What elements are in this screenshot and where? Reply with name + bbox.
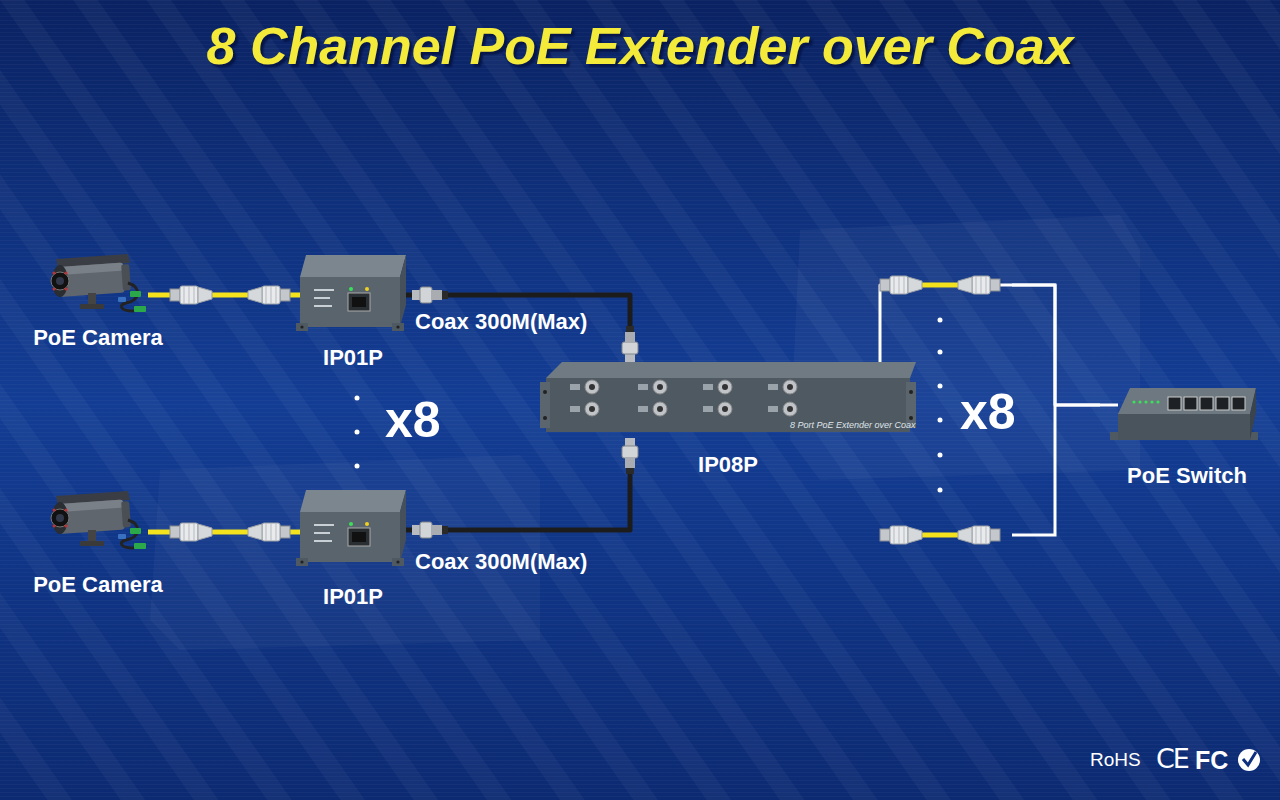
rj45-plug (248, 286, 290, 304)
bnc-plug (622, 438, 638, 474)
rj45-plug (170, 286, 212, 304)
device-node: PoE Switch (1118, 388, 1256, 442)
device-print: 8 Port PoE Extender over Coax (790, 420, 916, 431)
camera-icon (51, 254, 146, 312)
cable-label: Coax 300M(Max) (415, 549, 587, 575)
device-label: IP01P (323, 584, 383, 610)
cert-mark: CE (1156, 744, 1188, 774)
rj45-plug (958, 276, 1000, 294)
device-label: PoE Switch (1127, 463, 1247, 489)
cable-label: Coax 300M(Max) (415, 309, 587, 335)
patch-cable (922, 533, 958, 538)
multiplier-label: x8 (960, 384, 1016, 440)
switch-device (1110, 388, 1258, 440)
device-node: IP01P (300, 490, 406, 568)
camera-icon (51, 491, 146, 549)
cert-mark: RoHS (1090, 748, 1141, 772)
device-label: IP01P (323, 345, 383, 371)
cert-mark: FC (1195, 745, 1228, 775)
ip08p-device (540, 362, 916, 432)
diagram-title: 8 Channel PoE Extender over Coax (0, 14, 1280, 78)
device-node: IP01P (300, 255, 406, 333)
device-label: PoE Camera (33, 325, 163, 351)
patch-cable (922, 283, 958, 288)
bnc-plug (412, 287, 448, 303)
rj45-plug (170, 523, 212, 541)
ellipsis-dots (355, 318, 943, 493)
check-mark (1238, 749, 1260, 771)
device-node: PoE Camera (48, 253, 148, 313)
rj45-plug (880, 526, 922, 544)
rj45-plug (958, 526, 1000, 544)
rj45-plug (880, 276, 922, 294)
device-label: PoE Camera (33, 572, 163, 598)
coax-cable (406, 438, 630, 530)
multiplier-label: x8 (385, 392, 441, 448)
bracket (1012, 285, 1100, 535)
watermark-device (790, 215, 1140, 480)
ip01p-device (296, 490, 406, 566)
coax-cable (406, 295, 630, 362)
device-node: PoE Camera (48, 490, 148, 550)
rj45-plug (248, 523, 290, 541)
device-label: IP08P (698, 452, 758, 478)
bnc-plug (622, 326, 638, 362)
ip01p-device (296, 255, 406, 331)
bnc-plug (412, 522, 448, 538)
